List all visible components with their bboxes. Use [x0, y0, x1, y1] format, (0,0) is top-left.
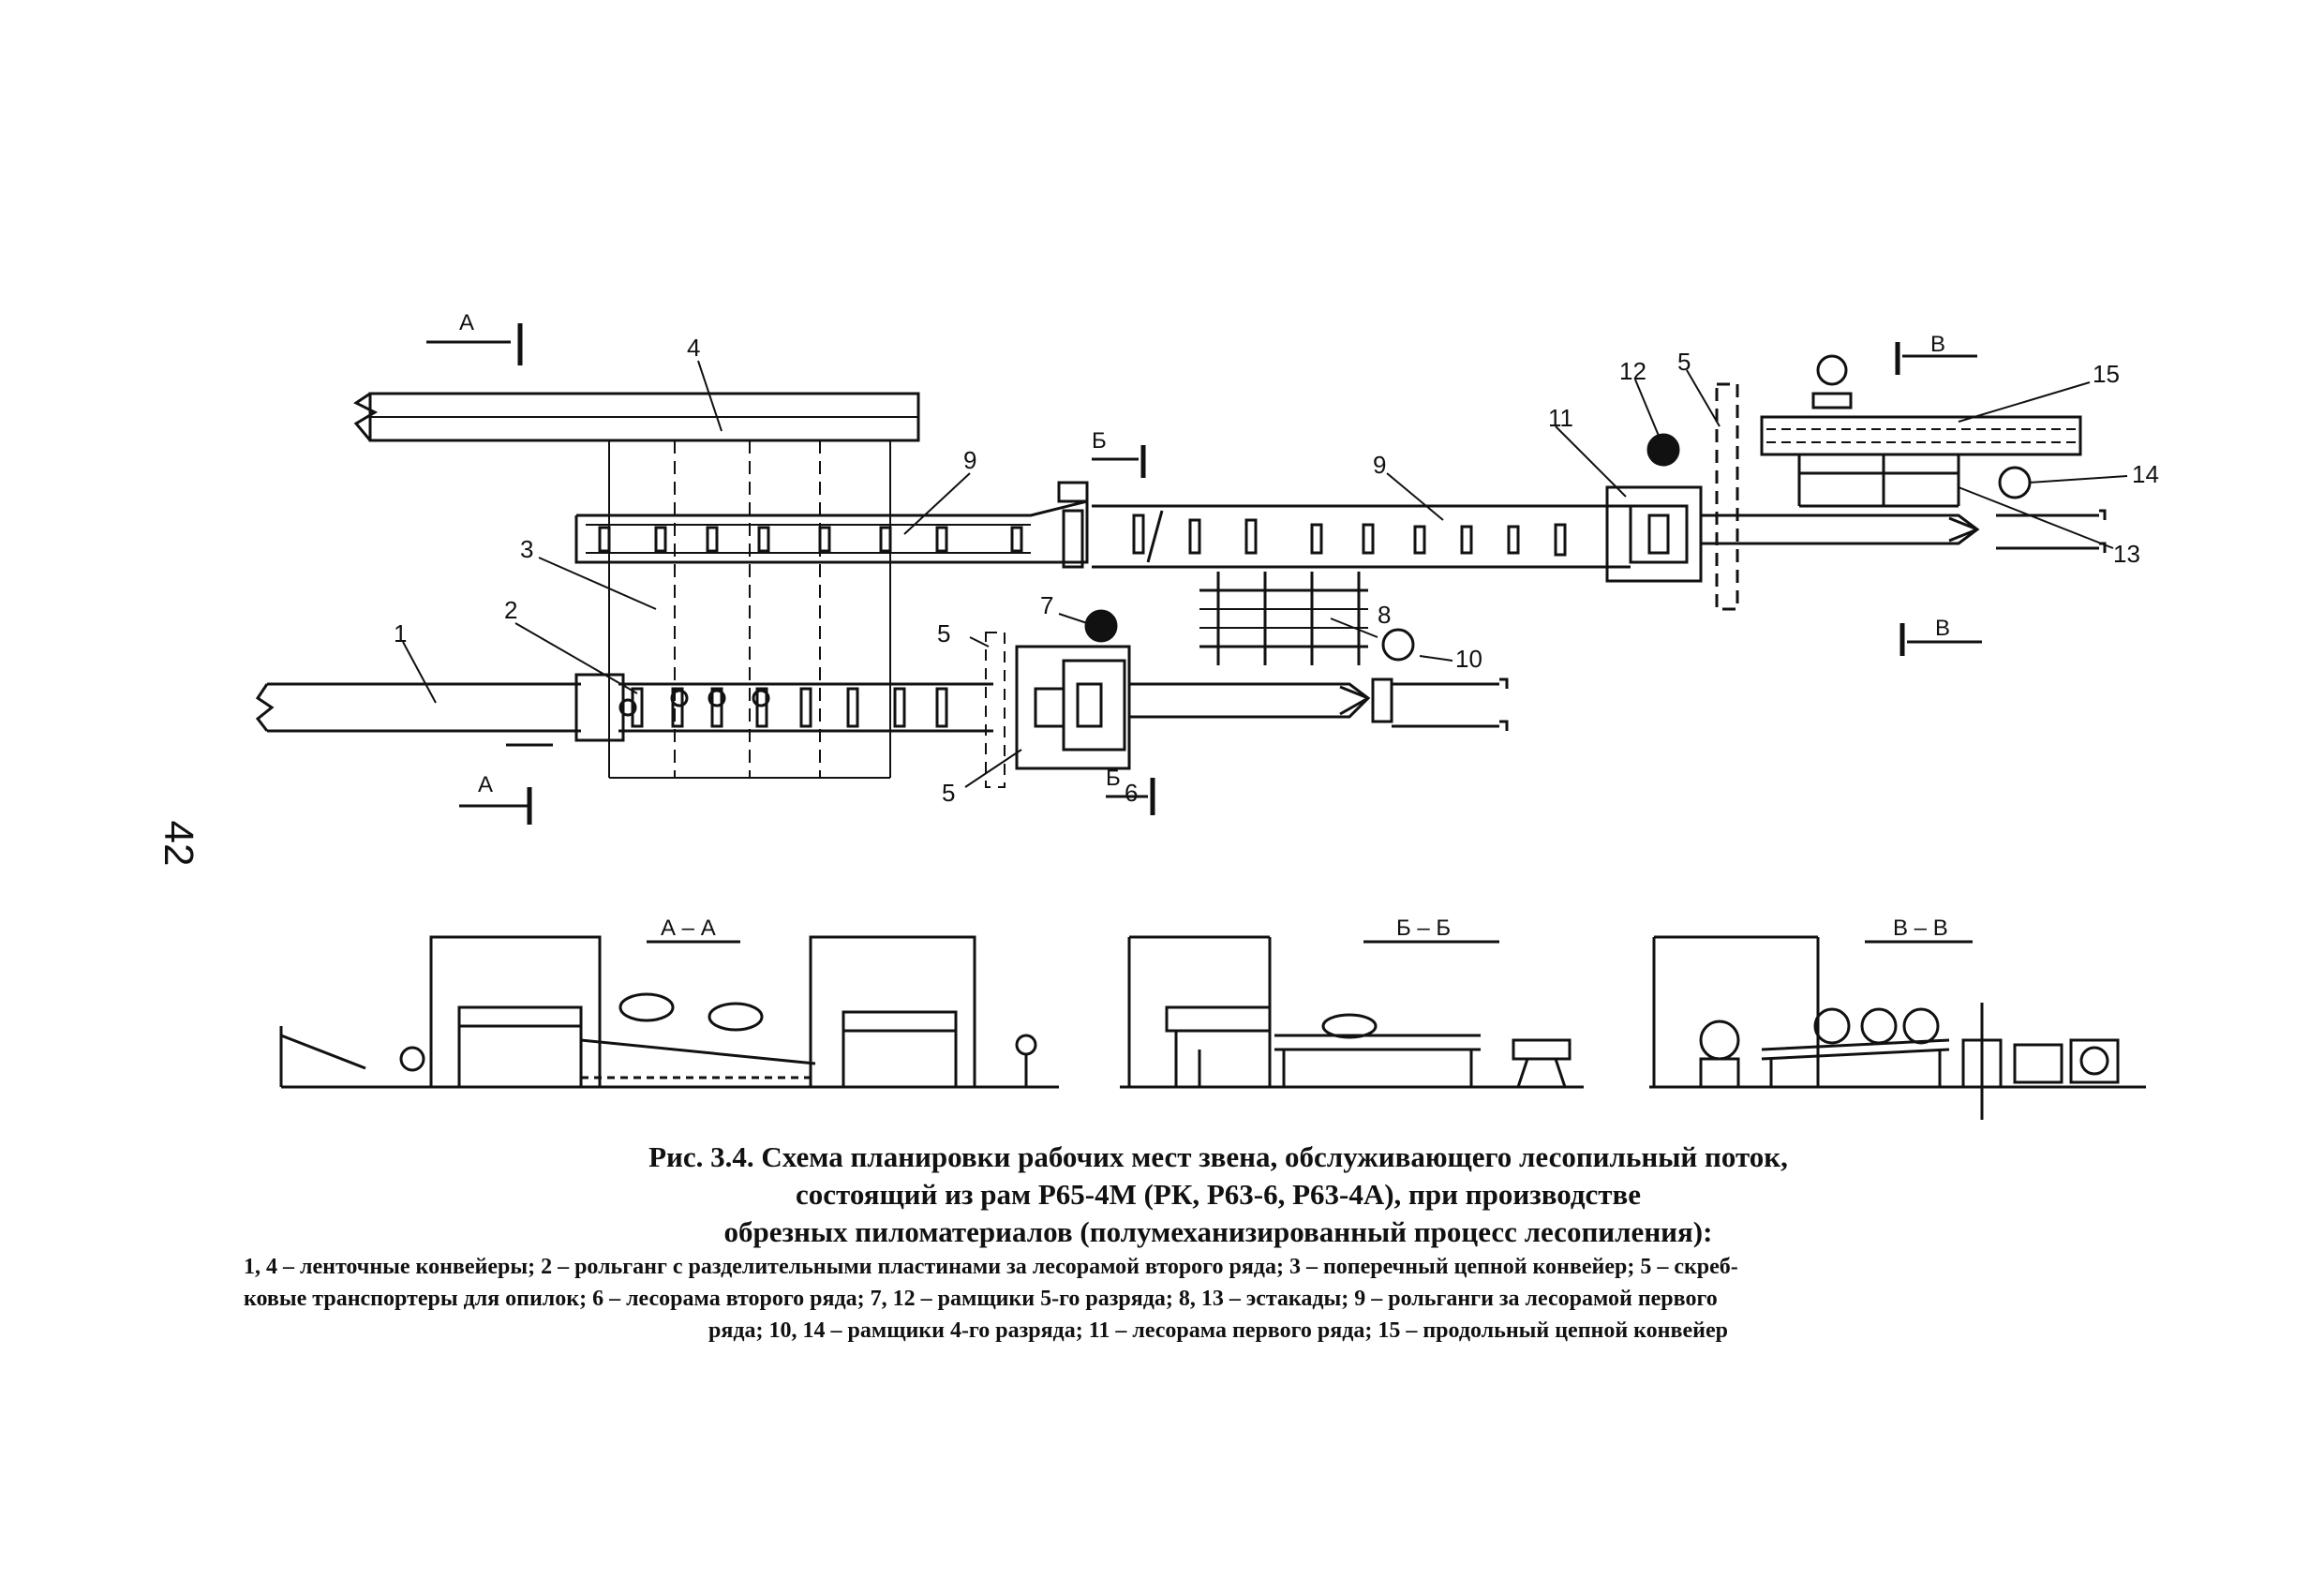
worker-14	[1998, 466, 2032, 499]
callout-12: 12	[1619, 357, 1646, 385]
scraper-transporter-5-bottom	[985, 632, 1006, 788]
section-marks: А А Б Б В В	[459, 310, 1950, 797]
frame-saw-6	[1015, 645, 1509, 770]
section-a-a-drawing	[279, 935, 1059, 1089]
callout-5-bottom: 5	[942, 779, 955, 807]
section-title-v-v: В – В	[1893, 916, 1948, 941]
caption-title-line-3: обрезных пиломатериалов (полумеханизиров…	[723, 1215, 1713, 1248]
callout-11: 11	[1548, 404, 1573, 432]
callout-5-left: 5	[937, 619, 950, 648]
plan-callouts: 1 2 3 4 5 5 5 6 7 8 9 9 10 11 12 13 14 1…	[394, 334, 2159, 807]
callout-4: 4	[687, 334, 700, 362]
figure-caption: Рис. 3.4. Схема планировки рабочих мест …	[244, 1139, 2193, 1347]
callout-6: 6	[1125, 779, 1138, 807]
callout-15: 15	[2093, 360, 2120, 388]
cross-conveyor-frame	[608, 440, 891, 779]
callout-8: 8	[1378, 601, 1391, 629]
callout-14: 14	[2132, 460, 2159, 488]
roller-conveyor-2	[574, 673, 993, 742]
longitudinal-chain-conveyor-15	[1760, 354, 2082, 508]
belt-conveyor-4	[353, 392, 920, 442]
caption-legend: 1, 4 – ленточные конвейеры; 2 – рольганг…	[244, 1251, 2193, 1347]
callout-9-right: 9	[1373, 451, 1386, 479]
caption-legend-line-3: ряда; 10, 14 – рамщики 4-го разряда; 11 …	[708, 1318, 1728, 1343]
worker-7	[1084, 609, 1118, 643]
callout-2: 2	[504, 596, 517, 624]
belt-conveyor-1	[255, 682, 581, 747]
caption-title: Рис. 3.4. Схема планировки рабочих мест …	[244, 1139, 2193, 1251]
section-mark-b-top: Б	[1092, 428, 1107, 454]
roller-conveyor-9-left	[574, 481, 1089, 569]
caption-legend-line-1: 1, 4 – ленточные конвейеры; 2 – рольганг…	[244, 1255, 1738, 1279]
section-title-b-b: Б – Б	[1396, 916, 1451, 941]
callout-9-left: 9	[963, 446, 976, 474]
callout-7: 7	[1040, 591, 1053, 619]
caption-legend-line-2: ковые транспортеры для опилок; 6 – лесор…	[244, 1287, 1718, 1311]
section-mark-v-top: В	[1930, 332, 1945, 357]
section-mark-a-bottom: А	[478, 772, 493, 797]
frame-saw-11	[1605, 485, 2107, 583]
callout-3: 3	[520, 535, 533, 563]
worker-12	[1646, 433, 1680, 467]
section-mark-a-top: А	[459, 310, 474, 335]
section-title-a-a: А – А	[661, 916, 716, 941]
trestle-8	[1199, 572, 1368, 665]
section-b-b-drawing	[1120, 935, 1584, 1089]
section-cut-marks	[426, 323, 1982, 825]
roller-conveyor-9-right	[1092, 504, 1631, 569]
section-mark-v-bottom: В	[1935, 616, 1950, 641]
caption-title-line-1: Рис. 3.4. Схема планировки рабочих мест …	[648, 1140, 1788, 1173]
callout-1: 1	[394, 619, 407, 648]
callout-5-top: 5	[1677, 348, 1691, 376]
section-titles: А – А Б – Б В – В	[661, 916, 1948, 941]
section-v-v-drawing	[1649, 935, 2146, 1120]
callout-leaders	[402, 360, 2128, 788]
section-mark-b-bottom: Б	[1106, 766, 1121, 791]
callout-10: 10	[1455, 645, 1482, 673]
scraper-transporter-5-top	[1715, 382, 1739, 611]
worker-10	[1381, 628, 1415, 662]
caption-title-line-2: состоящий из рам Р65-4М (РК, Р63-6, Р63-…	[795, 1178, 1641, 1211]
callout-13: 13	[2113, 540, 2140, 568]
